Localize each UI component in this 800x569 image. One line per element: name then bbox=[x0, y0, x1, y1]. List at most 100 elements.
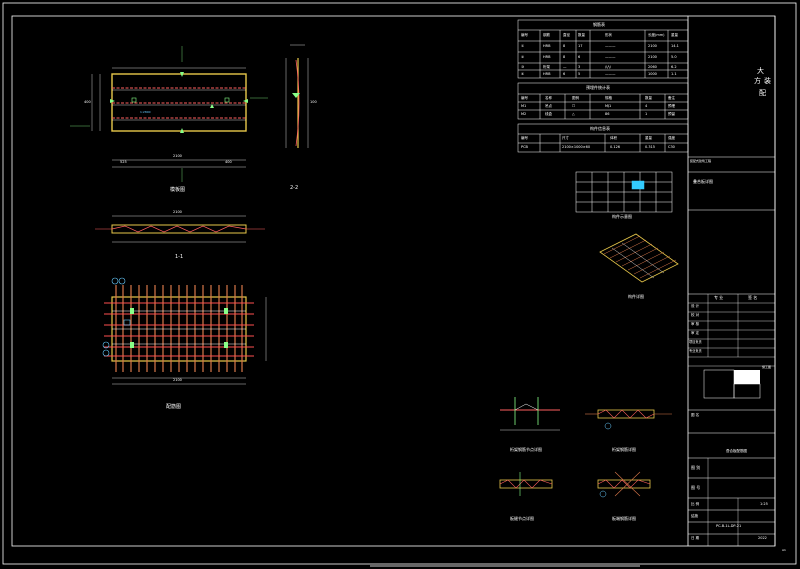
table-cell: ——— bbox=[605, 72, 616, 76]
table-cell: HRB bbox=[543, 72, 551, 76]
table-cell: 4 bbox=[645, 104, 648, 108]
section-2-2 bbox=[285, 44, 309, 148]
table-cell: 6 bbox=[578, 55, 581, 59]
table-cell: 2100 bbox=[648, 44, 657, 48]
table-cell: 8 bbox=[563, 44, 566, 48]
table-cell: 8 bbox=[563, 55, 566, 59]
table-cell: 直径 bbox=[563, 33, 570, 37]
table-cell: 0.126 bbox=[610, 145, 621, 149]
sign-header-2: 签 名 bbox=[748, 295, 758, 300]
table-cell: 预留 bbox=[668, 112, 675, 116]
table-cell: 1.1 bbox=[671, 72, 677, 76]
company-line-3: 装 bbox=[764, 77, 771, 85]
plan-view: 1:2800 bbox=[70, 46, 268, 182]
dim-width: 400 bbox=[84, 100, 91, 104]
table-cell: ——— bbox=[605, 44, 616, 48]
dim-length: 2100 bbox=[173, 154, 182, 158]
section-2-2-title: 2-2 bbox=[290, 185, 299, 191]
table-cell: M2 bbox=[521, 112, 527, 116]
detail-4 bbox=[597, 471, 651, 498]
axon-top-title: 构件示意图 bbox=[612, 214, 632, 219]
table-cell: 0.315 bbox=[645, 145, 656, 149]
table-cell: 预埋 bbox=[668, 104, 675, 108]
table-cell: 重量 bbox=[645, 136, 652, 140]
table-cell: PCB bbox=[521, 145, 528, 149]
detail-2-title: 桁架钢筋详图 bbox=[612, 447, 636, 452]
table-cell: △ bbox=[572, 112, 575, 116]
detail-4-title: 板端钢筋详图 bbox=[612, 516, 636, 521]
dim-length-rebar: 2100 bbox=[173, 378, 182, 382]
company-line-2: 方 bbox=[754, 77, 761, 85]
table-cell: 规格 bbox=[605, 96, 612, 100]
table-cell: 体积 bbox=[610, 136, 617, 140]
detail-3-title: 板缝节点详图 bbox=[510, 516, 534, 521]
table-cell: 强度 bbox=[668, 136, 675, 140]
section-1-1-title: 1-1 bbox=[175, 254, 184, 260]
table-cell: 名称 bbox=[545, 96, 552, 100]
table-cell: 数量 bbox=[645, 96, 652, 100]
scale-label: 比 例 bbox=[691, 502, 700, 506]
axon-3d-view bbox=[599, 233, 679, 283]
table-cell: 5.0 bbox=[671, 55, 677, 59]
svg-text:1:2800: 1:2800 bbox=[140, 110, 151, 114]
embed-table-title: 预埋件统计表 bbox=[586, 85, 610, 90]
axon-top-view bbox=[575, 171, 673, 213]
table-cell: 2100 bbox=[648, 55, 657, 59]
table-cell: 编号 bbox=[521, 33, 528, 37]
detail-1-title: 桁架钢筋节点详图 bbox=[510, 447, 542, 452]
table-cell: 86 bbox=[605, 112, 610, 116]
table-cell: /\/\/ bbox=[605, 65, 611, 69]
table-cell: 桁架 bbox=[543, 65, 550, 69]
scale-value: 1:25 bbox=[760, 502, 768, 506]
table-cell: ③ bbox=[521, 65, 525, 69]
table-cell: 6 bbox=[563, 72, 566, 76]
table-cell: 1000 bbox=[648, 72, 657, 76]
concrete-table-title: 构件信息表 bbox=[590, 126, 610, 131]
rebar-table-title: 钢筋表 bbox=[593, 22, 605, 27]
table-cell: 6.2 bbox=[671, 65, 677, 69]
table-cell: 数量 bbox=[578, 33, 585, 37]
table-cell: 17 bbox=[578, 44, 583, 48]
dim-b: 400 bbox=[225, 160, 232, 164]
table-cell: 2100×1000×60 bbox=[562, 145, 591, 149]
table-cell: 长度(mm) bbox=[648, 33, 665, 37]
table-cell: 重量 bbox=[671, 33, 678, 37]
sign-row-5: 项目负责 bbox=[689, 340, 702, 344]
table-cell: 线盒 bbox=[545, 112, 552, 116]
table-cell: 2060 bbox=[648, 65, 657, 69]
table-cell: 3 bbox=[578, 65, 581, 69]
detail-3 bbox=[499, 472, 553, 496]
table-cell: ④ bbox=[521, 72, 525, 76]
axon-3d-title: 构件详图 bbox=[628, 294, 644, 299]
company-line-1: 大 bbox=[757, 67, 764, 75]
drawing-label: 叠合板详图 bbox=[693, 179, 713, 184]
table-cell: — bbox=[563, 65, 567, 69]
rebar-view-title: 配筋图 bbox=[166, 404, 182, 410]
dim-length-1-1: 2100 bbox=[173, 210, 182, 214]
table-cell: HRB bbox=[543, 44, 551, 48]
date-label: 日 期 bbox=[691, 536, 700, 540]
inner-frame bbox=[11, 15, 776, 547]
drawing-no: PC-B-1L-DP-21 bbox=[716, 524, 742, 528]
detail-1 bbox=[500, 397, 560, 431]
table-cell: 吊点 bbox=[545, 104, 552, 108]
drawing-no-label: 图 号 bbox=[691, 485, 701, 490]
table-cell: C30 bbox=[668, 145, 675, 149]
detail-2 bbox=[585, 409, 672, 430]
rebar-view bbox=[102, 277, 267, 385]
table-cell: 5 bbox=[578, 72, 581, 76]
section-1-1 bbox=[95, 215, 265, 243]
table-cell: MJ1 bbox=[605, 104, 612, 108]
drawing-name-label: 图 名 bbox=[691, 413, 700, 417]
sign-row-6: 专业负责 bbox=[689, 349, 702, 353]
table-cell: 钢筋 bbox=[543, 33, 550, 37]
plan-view-title: 模板图 bbox=[170, 187, 186, 193]
table-cell: ☐ bbox=[572, 104, 576, 108]
table-cell: M1 bbox=[521, 104, 527, 108]
sign-row-4: 审 定 bbox=[691, 331, 700, 335]
sign-row-2: 校 对 bbox=[691, 313, 700, 317]
table-cell: 尺寸 bbox=[562, 136, 569, 140]
sign-header-1: 专 业 bbox=[714, 295, 724, 300]
